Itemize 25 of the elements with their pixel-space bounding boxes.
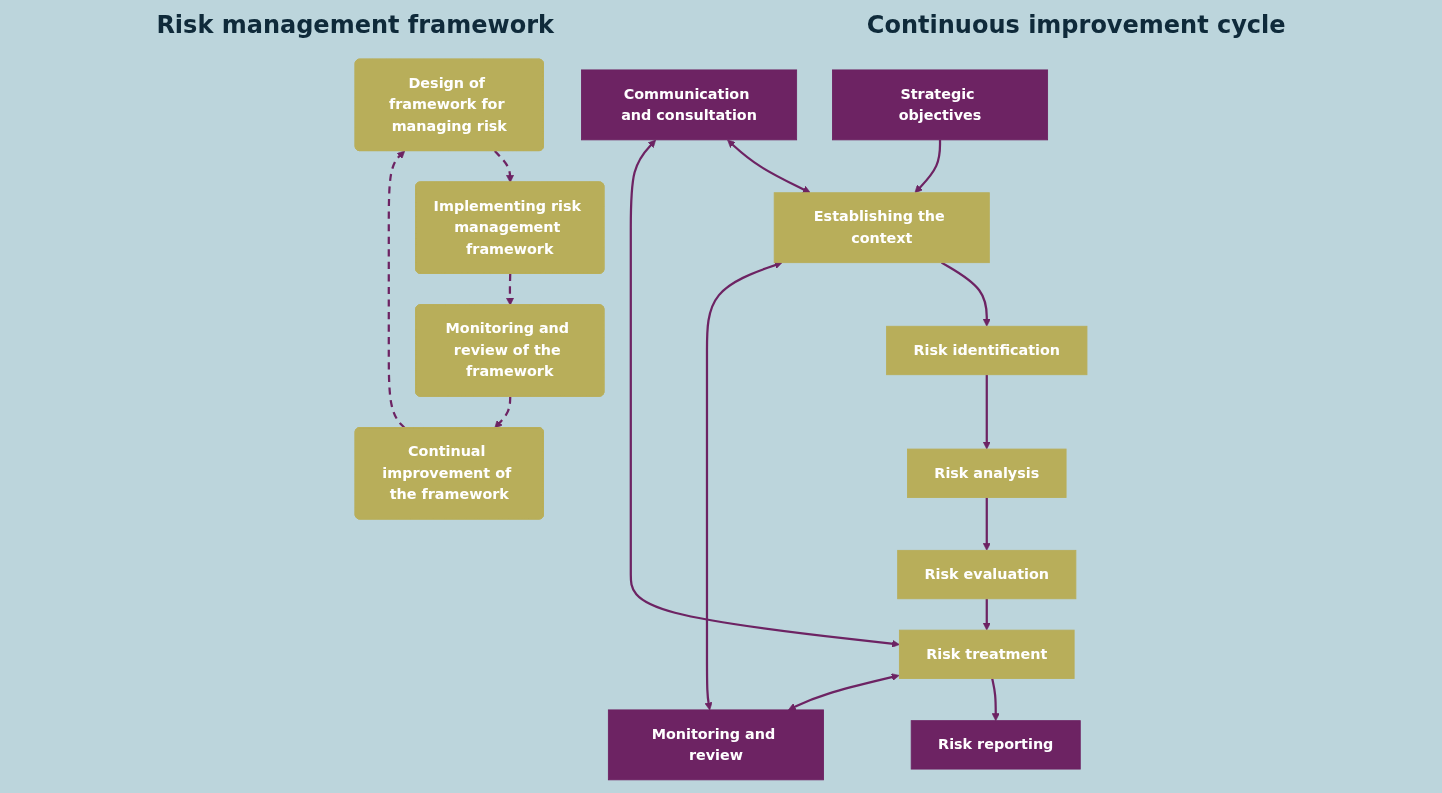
node-box: Strategic objectives [831, 69, 1048, 140]
arrow [494, 396, 512, 428]
node-box: Risk analysis [906, 448, 1067, 498]
node-box: Risk reporting [910, 719, 1081, 770]
arrow [629, 139, 900, 648]
arrow [727, 139, 811, 193]
section-heading: Risk management framework [156, 11, 555, 39]
arrow [982, 598, 991, 630]
arrow [387, 150, 406, 429]
node-box: Monitoring and review [607, 708, 824, 780]
arrow [914, 139, 942, 193]
node-box: Risk identification [886, 325, 1088, 375]
section-heading: Continuous improvement cycle [866, 11, 1286, 39]
node-box: Establishing the context [773, 191, 990, 263]
arrow [788, 672, 900, 710]
node-box: Risk evaluation [897, 549, 1077, 599]
arrow [991, 677, 1000, 721]
arrow [704, 260, 783, 710]
arrow [982, 374, 991, 449]
node-box: Risk treatment [898, 629, 1075, 679]
arrow [493, 149, 514, 183]
arrow [940, 261, 991, 327]
arrow [506, 273, 514, 306]
node-box: Communication and consultation [580, 69, 797, 140]
arrow [982, 497, 991, 551]
